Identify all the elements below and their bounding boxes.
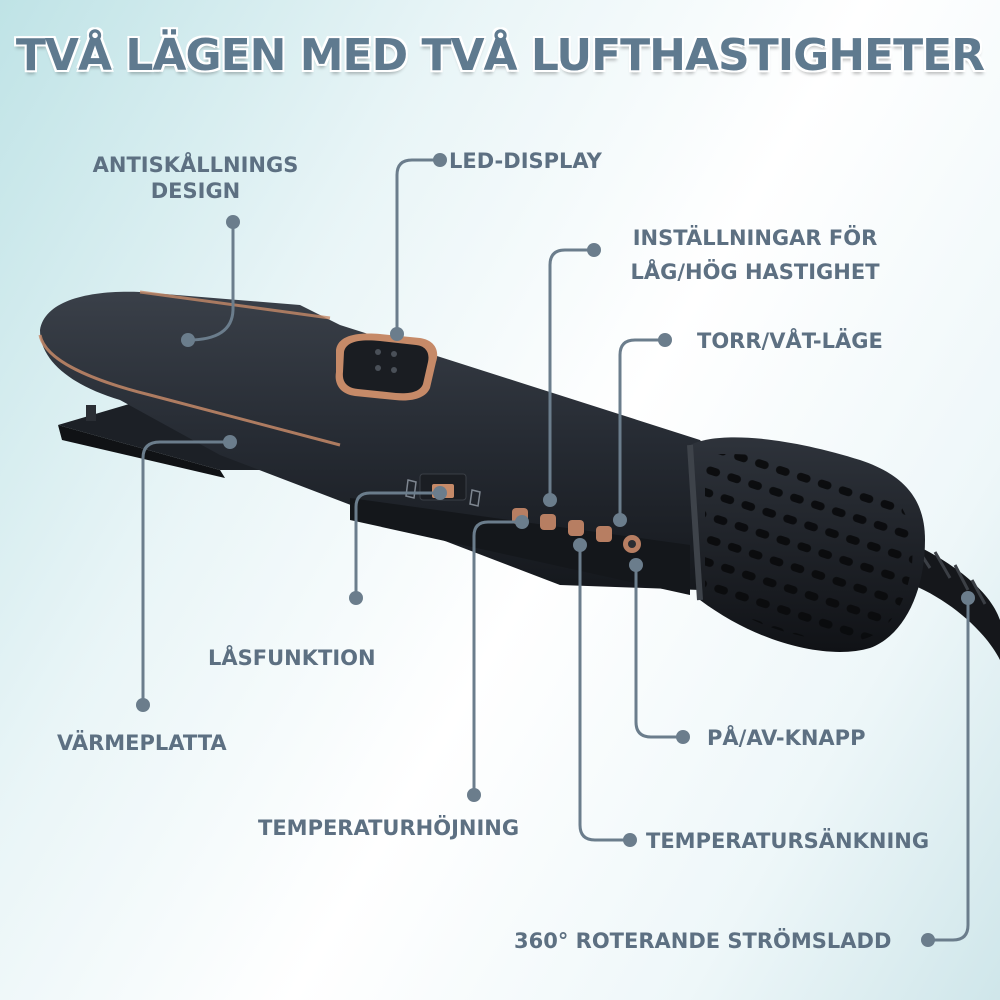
label-power-button: PÅ/AV-KNAPP: [707, 726, 866, 750]
label-anti-scald-line2: DESIGN: [150, 179, 241, 203]
label-rotating-cord: 360° ROTERANDE STRÖMSLADD: [514, 929, 892, 953]
label-dry-wet-mode: TORR/VÅT-LÄGE: [697, 329, 883, 353]
callout-lines: [141, 158, 970, 942]
air-barrel: [687, 437, 925, 652]
label-speed-settings: INSTÄLLNINGAR FÖR LÅG/HÖG HASTIGHET: [610, 221, 900, 289]
label-temperature-decrease: TEMPERATURSÄNKNING: [646, 829, 930, 853]
label-heat-plate: VÄRMEPLATTA: [57, 731, 227, 755]
led-display-panel: [335, 333, 438, 401]
label-led-display: LED-DISPLAY: [449, 149, 602, 173]
label-anti-scald-line1: ANTISKÅLLNINGS: [92, 153, 299, 177]
label-temperature-increase: TEMPERATURHÖJNING: [258, 816, 520, 840]
callout-dots: [136, 153, 975, 947]
label-speed-settings-line1: INSTÄLLNINGAR FÖR: [632, 226, 878, 250]
label-anti-scald-design: ANTISKÅLLNINGS DESIGN: [78, 152, 313, 204]
label-lock-function: LÅSFUNKTION: [208, 646, 376, 670]
label-speed-settings-line2: LÅG/HÖG HASTIGHET: [630, 260, 880, 284]
page-title: TVÅ LÄGEN MED TVÅ LUFTHASTIGHETER: [15, 30, 985, 81]
